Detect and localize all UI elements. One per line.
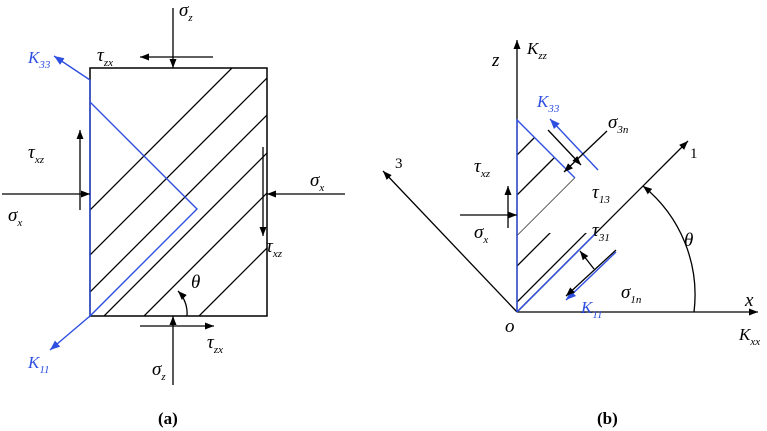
- tau-31-arrow: [579, 250, 595, 270]
- caption-a: (a): [158, 409, 178, 428]
- label-k11-a: K11: [27, 353, 50, 376]
- lower-principal-edge: [516, 232, 597, 313]
- label-tau-xz-right: τxz: [266, 236, 283, 260]
- k11-b-axis: [565, 251, 617, 301]
- label-sigma-z-bottom: σz: [152, 359, 166, 383]
- panel-b: z Kzz K33 σ3n 1 3 τxz τ13 σx τ31 θ σ1n K…: [382, 39, 760, 428]
- panel-a: σz τzx K33 τxz σx σx τxz θ τzx σz K11 (a…: [2, 0, 345, 428]
- label-sigma-z-top: σz: [179, 0, 193, 24]
- label-sigma-x-right: σx: [310, 170, 324, 194]
- label-x: x: [744, 290, 754, 311]
- label-tau-xz-b: τxz: [474, 156, 491, 180]
- label-sigma-3n: σ3n: [608, 112, 629, 136]
- theta-arc-b: [642, 185, 696, 313]
- label-k33-b: K33: [536, 92, 560, 115]
- upper-principal-element: [516, 118, 576, 312]
- label-theta-b: θ: [684, 230, 693, 251]
- k11-axis: [49, 315, 91, 351]
- label-kzz: Kzz: [526, 39, 548, 62]
- sigma-1n-arrow: [565, 249, 617, 297]
- label-theta-a: θ: [191, 272, 200, 293]
- label-tau-31: τ31: [592, 220, 610, 244]
- axis-3: [382, 170, 518, 313]
- label-tau-xz-left: τxz: [28, 142, 45, 166]
- fiber-hatching: [90, 68, 267, 316]
- label-tau-13: τ13: [592, 182, 610, 206]
- label-sigma-x-b: σx: [474, 222, 488, 246]
- label-sigma-x-left: σx: [8, 205, 22, 229]
- label-sigma-1n: σ1n: [621, 282, 642, 306]
- label-axis-1: 1: [690, 146, 698, 162]
- label-tau-zx-bottom: τzx: [207, 332, 223, 356]
- upper-hatching: [517, 126, 575, 236]
- label-axis-3: 3: [395, 156, 403, 172]
- label-z: z: [491, 50, 500, 71]
- label-kxx: Kxx: [738, 325, 760, 348]
- label-origin: o: [505, 316, 515, 337]
- principal-element-outline: [89, 80, 198, 318]
- lower-hatching: [517, 233, 596, 303]
- tau-13-arrow: [547, 129, 582, 166]
- label-k33-a: K33: [27, 48, 51, 71]
- k33-b-axis: [549, 118, 599, 171]
- k33-axis: [53, 55, 91, 81]
- caption-b: (b): [597, 409, 618, 428]
- theta-arc-a: [177, 290, 188, 317]
- label-k11-b: K11: [580, 298, 603, 321]
- label-tau-zx-top: τzx: [97, 45, 113, 69]
- sigma-3n-arrow: [563, 130, 608, 173]
